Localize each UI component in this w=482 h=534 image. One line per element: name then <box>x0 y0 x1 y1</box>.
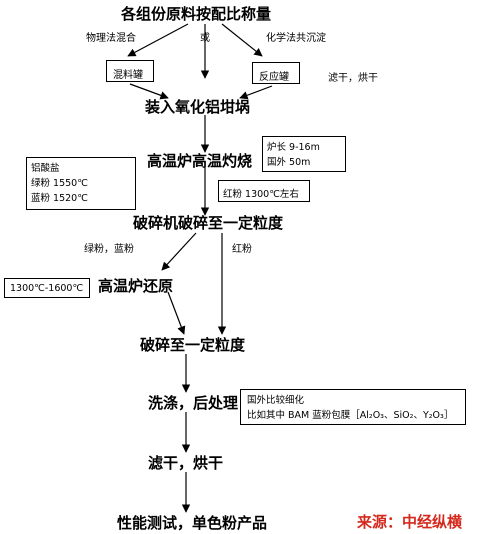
label-red-powder: 红粉 <box>232 244 252 255</box>
reduction-temp-box: 1300℃-1600℃ <box>4 278 90 298</box>
step-crush-first: 破碎机破碎至一定粒度 <box>133 214 284 232</box>
label-or: 或 <box>200 33 210 44</box>
label-green-blue-powder: 绿粉，蓝粉 <box>84 244 134 255</box>
arrow-to-mixer <box>127 23 189 57</box>
step-weigh: 各组份原料按配比称量 <box>121 5 272 23</box>
aluminate-title: 铝酸盐 <box>31 163 60 174</box>
furnace-length-abroad: 国外 50m <box>267 157 311 168</box>
arrow-to-reduction <box>161 232 197 271</box>
mixer-tank-box: 混料罐 <box>106 60 154 82</box>
abroad-note-title: 国外比较细化 <box>247 395 305 406</box>
step-load-crucible: 装入氧化铝坩埚 <box>145 98 251 116</box>
step-performance-test: 性能测试，单色粉产品 <box>117 514 268 532</box>
abroad-note-bam-coating: 比如其中 BAM 蓝粉包膜［Al₂O₃、SiO₂、Y₂O₃］ <box>247 410 454 421</box>
source-label: 来源：中经纵横 <box>357 513 463 531</box>
mixer-tank-label: 混料罐 <box>113 70 143 81</box>
red-powder-temp: 红粉 1300℃左右 <box>223 189 299 200</box>
arrow-to-reactor <box>221 23 263 57</box>
aluminate-green-temp: 绿粉 1550℃ <box>31 178 88 189</box>
step-high-temp-firing: 高温炉高温灼烧 <box>147 152 253 170</box>
arrow-reduction-down <box>167 291 186 335</box>
aluminate-box: 铝酸盐 绿粉 1550℃ 蓝粉 1520℃ <box>26 157 136 210</box>
label-chemical-coprecipitation: 化学法共沉淀 <box>266 33 326 44</box>
furnace-info-box: 炉长 9-16m 国外 50m <box>262 136 346 172</box>
label-filter-dry-side: 滤干，烘干 <box>328 73 378 84</box>
arrow-reactor-down <box>239 85 273 100</box>
red-temp-box: 红粉 1300℃左右 <box>218 180 310 202</box>
label-physical-mixing: 物理法混合 <box>86 33 136 44</box>
step-crush-second: 破碎至一定粒度 <box>140 336 246 354</box>
step-filter-dry: 滤干，烘干 <box>148 454 224 472</box>
step-reduction: 高温炉还原 <box>98 277 174 295</box>
reactor-tank-label: 反应罐 <box>259 72 289 83</box>
reactor-tank-box: 反应罐 <box>252 62 300 84</box>
aluminate-blue-temp: 蓝粉 1520℃ <box>31 193 88 204</box>
reduction-temp-range: 1300℃-1600℃ <box>10 283 84 294</box>
furnace-length-domestic: 炉长 9-16m <box>267 142 320 153</box>
abroad-note-box: 国外比较细化 比如其中 BAM 蓝粉包膜［Al₂O₃、SiO₂、Y₂O₃］ <box>240 389 466 425</box>
arrow-mixer-down <box>129 83 169 100</box>
step-washing: 洗涤，后处理 <box>148 394 239 412</box>
